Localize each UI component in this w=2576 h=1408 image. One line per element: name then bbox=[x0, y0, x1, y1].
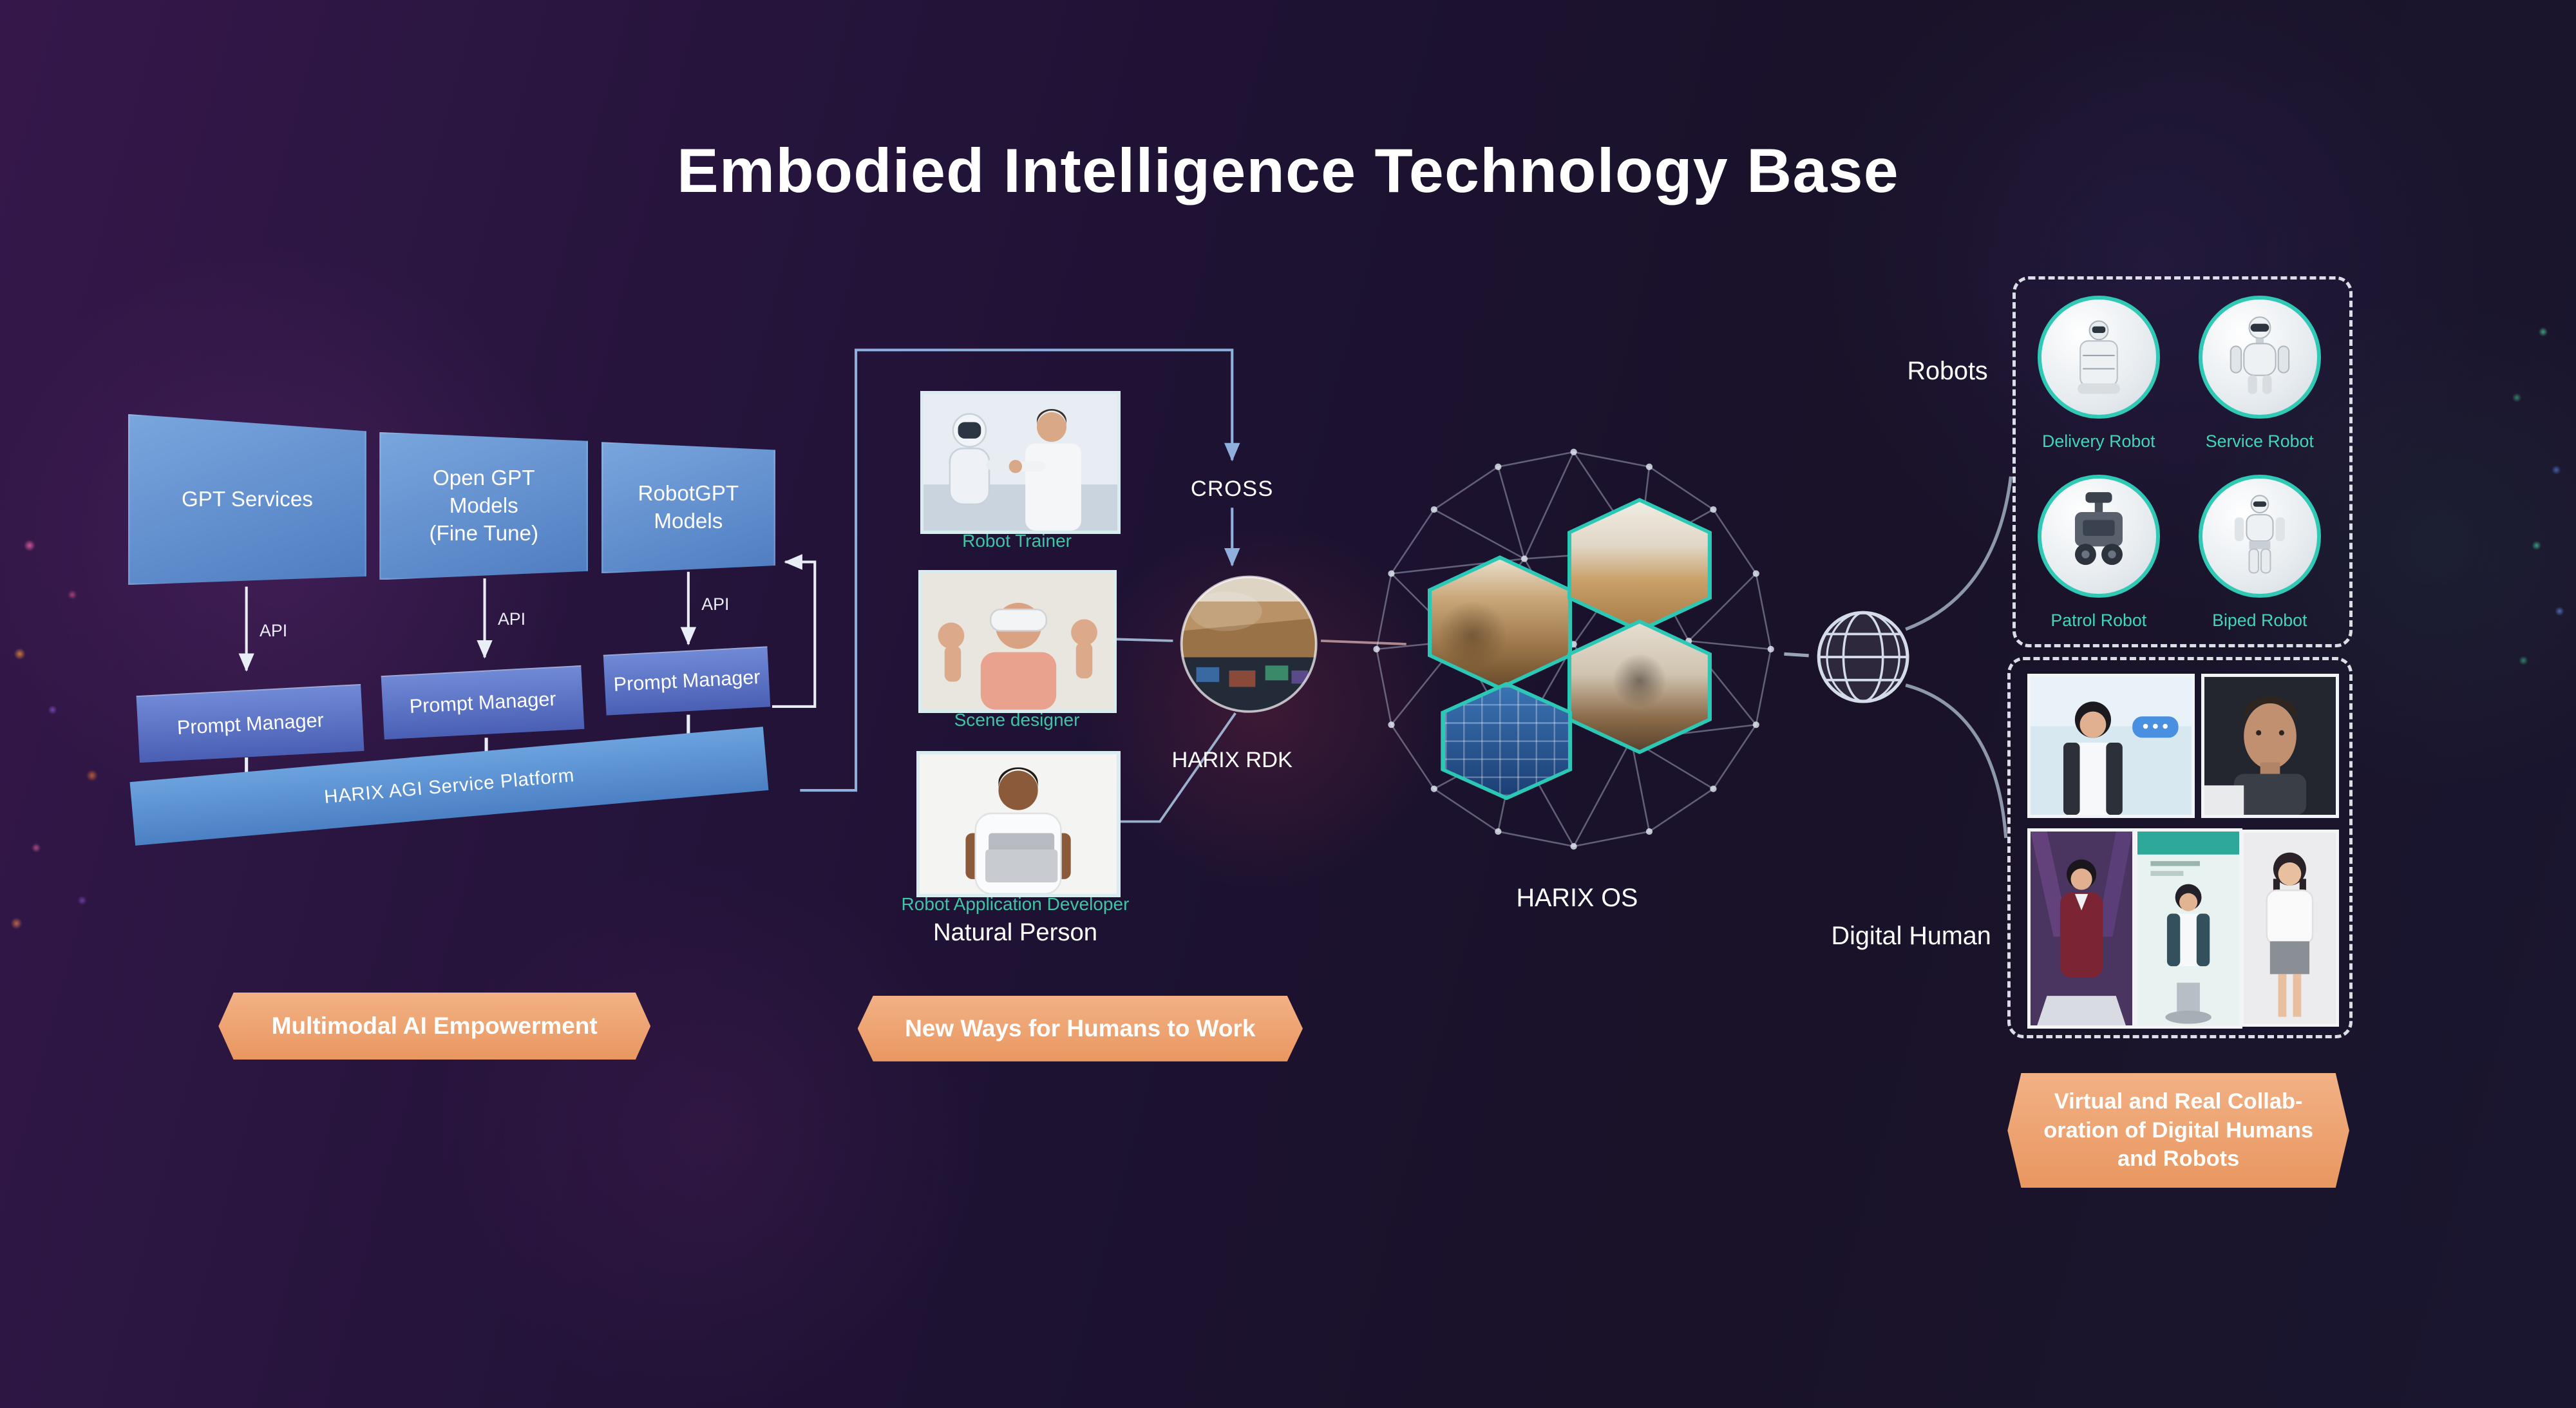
scene-designer-line bbox=[1113, 638, 1173, 642]
digital-human-girl-image bbox=[2240, 830, 2340, 1027]
globeicon-to-digitalhuman-curve bbox=[1905, 683, 2008, 839]
page-title: Embodied Intelligence Technology Base bbox=[676, 135, 1899, 206]
robot-trainer-image bbox=[923, 394, 1117, 531]
new-ways-banner: New Ways for Humans to Work bbox=[857, 995, 1303, 1061]
cross-globe bbox=[1180, 575, 1318, 713]
patrol-robot-icon bbox=[2074, 492, 2123, 566]
photo-robot-app-developer bbox=[916, 750, 1121, 897]
prompt-manager-box-1: Prompt Manager bbox=[136, 684, 365, 763]
robot-image-patrol bbox=[2037, 475, 2161, 598]
photo-caption-scene-designer: Scene designer bbox=[954, 710, 1080, 730]
robot-cell-biped: Biped Robot bbox=[2182, 475, 2338, 631]
robot-caption-service: Service Robot bbox=[2205, 432, 2314, 452]
digital-human-stage-image bbox=[2027, 828, 2136, 1029]
robots-title: Robots bbox=[1907, 356, 1988, 385]
digital-human-title: Digital Human bbox=[1831, 922, 1991, 951]
prompt-manager-box-3: Prompt Manager bbox=[603, 646, 771, 716]
robot-image-biped bbox=[2198, 475, 2322, 598]
harix-os-scene-room bbox=[1567, 497, 1712, 633]
robot-cell-service: Service Robot bbox=[2182, 296, 2338, 452]
network-sphere-mesh bbox=[1373, 448, 1775, 850]
api-label-2: API bbox=[497, 609, 526, 629]
scene-designer-image bbox=[922, 573, 1114, 710]
api-label-3: API bbox=[701, 595, 730, 614]
digital-human-face-image bbox=[2201, 673, 2340, 819]
digital-human-group-box bbox=[2007, 657, 2353, 1039]
harix-os-label: HARIX OS bbox=[1516, 884, 1638, 913]
digital-human-presenter-image bbox=[2027, 673, 2195, 819]
harix-rdk-label: HARIX RDK bbox=[1171, 747, 1293, 772]
robot-caption-patrol: Patrol Robot bbox=[2050, 611, 2147, 631]
scene-room-image bbox=[1571, 502, 1708, 629]
feedback-loop-line bbox=[772, 554, 817, 708]
biped-robot-icon bbox=[2234, 495, 2285, 574]
robot-app-developer-image bbox=[920, 754, 1117, 894]
globe-icon bbox=[1812, 606, 1914, 708]
cross-globe-image bbox=[1180, 575, 1318, 713]
digital-human-kiosk-image bbox=[2134, 828, 2242, 1029]
prompt-manager-box-2: Prompt Manager bbox=[381, 665, 585, 739]
multimodal-banner: Multimodal AI Empowerment bbox=[218, 992, 651, 1060]
photo-robot-trainer bbox=[920, 391, 1121, 534]
sphere-to-globeicon-line bbox=[1784, 652, 1809, 658]
collaboration-banner: Virtual and Real Collab- oration of Digi… bbox=[2007, 1072, 2349, 1188]
robot-cell-delivery: Delivery Robot bbox=[2021, 296, 2177, 452]
globeicon-to-robots-curve bbox=[1905, 476, 2012, 631]
photo-caption-robot-trainer: Robot Trainer bbox=[962, 530, 1072, 551]
scene-floorplan-image bbox=[1444, 686, 1568, 796]
globe-grid-icon bbox=[1817, 611, 1909, 703]
robot-image-service bbox=[2198, 296, 2322, 419]
scene-lobby-image bbox=[1571, 623, 1708, 750]
cross-label: CROSS bbox=[1190, 476, 1274, 501]
open-gpt-models-box: Open GPT Models (Fine Tune) bbox=[379, 432, 589, 580]
robotgpt-models-box: RobotGPT Models bbox=[601, 442, 776, 574]
delivery-robot-icon bbox=[2077, 320, 2120, 394]
robot-image-delivery bbox=[2037, 296, 2161, 419]
service-robot-icon bbox=[2230, 316, 2290, 394]
photo-scene-designer bbox=[918, 570, 1117, 713]
scene-office-image bbox=[1432, 559, 1568, 687]
robot-caption-biped: Biped Robot bbox=[2212, 611, 2307, 631]
gpt-services-box: GPT Services bbox=[128, 414, 366, 585]
natural-person-label: Natural Person bbox=[933, 918, 1098, 946]
robot-cell-patrol: Patrol Robot bbox=[2021, 475, 2177, 631]
photo-caption-robot-app-developer: Robot Application Developer bbox=[901, 893, 1130, 914]
api-label-1: API bbox=[260, 621, 288, 641]
robot-caption-delivery: Delivery Robot bbox=[2042, 432, 2155, 452]
robots-group-box: Delivery Robot Service Robot bbox=[2012, 276, 2353, 647]
